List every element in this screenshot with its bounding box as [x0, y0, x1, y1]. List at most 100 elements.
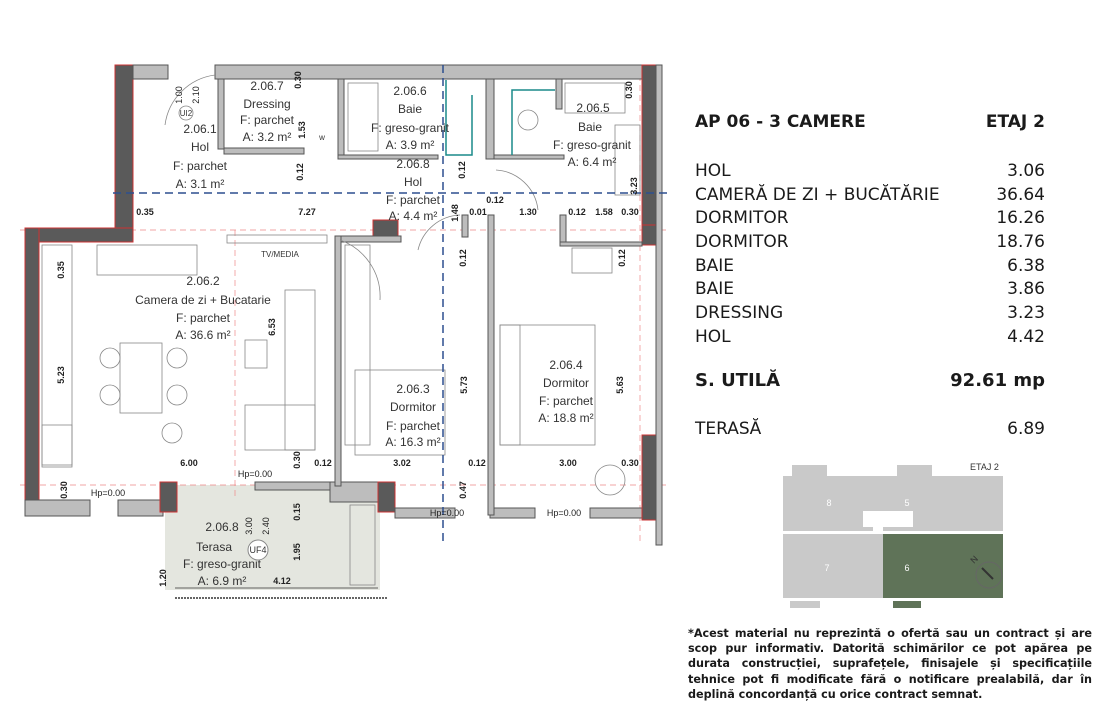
svg-text:2.06.2: 2.06.2: [186, 274, 220, 288]
room-label-living: 2.06.2 Camera de zi + Bucatarie F: parch…: [135, 274, 271, 342]
unit-tag-circle: [178, 105, 194, 121]
svg-text:0.47: 0.47: [458, 481, 468, 499]
wardrobe-mark: w: [318, 133, 325, 142]
svg-text:Baie: Baie: [578, 120, 602, 134]
svg-text:0.30: 0.30: [292, 451, 302, 469]
unit-number: 7: [824, 563, 829, 573]
svg-text:7.27: 7.27: [298, 207, 316, 217]
compass: [975, 561, 1003, 589]
unit-number: 6: [904, 563, 909, 573]
svg-text:Dormitor: Dormitor: [543, 376, 589, 390]
svg-text:2.06.6: 2.06.6: [393, 84, 427, 98]
door-height: 2.10: [191, 86, 201, 104]
keyplan-floor: ETAJ 2: [970, 462, 999, 472]
svg-text:F: greso-granit: F: greso-granit: [553, 138, 632, 152]
svg-text:1.58: 1.58: [595, 207, 613, 217]
room-label-terasa: 2.06.8 Terasa F: greso-granit A: 6.9 m²: [183, 520, 262, 588]
svg-text:0.35: 0.35: [136, 207, 154, 217]
svg-text:Dormitor: Dormitor: [390, 400, 436, 414]
svg-text:6.00: 6.00: [180, 458, 198, 468]
door-height: 2.40: [261, 517, 271, 535]
svg-text:0.30: 0.30: [59, 481, 69, 499]
bathroom-fixture-line: [511, 89, 555, 155]
svg-text:0.30: 0.30: [621, 207, 639, 217]
svg-text:Dressing: Dressing: [243, 97, 290, 111]
svg-text:A: 18.8 m²: A: 18.8 m²: [538, 411, 593, 425]
threshold-height: Hp=0.00: [91, 488, 125, 498]
north-arrow-icon: [981, 567, 994, 580]
threshold-height: Hp=0.00: [238, 469, 272, 479]
svg-text:A: 16.3 m²: A: 16.3 m²: [385, 435, 440, 449]
unit-number: 5: [904, 498, 909, 508]
svg-text:6.53: 6.53: [267, 318, 277, 336]
door-width: 3.00: [244, 517, 254, 535]
svg-text:Camera de zi + Bucatarie: Camera de zi + Bucatarie: [135, 293, 271, 307]
svg-text:0.01: 0.01: [469, 207, 487, 217]
north-label: N: [968, 554, 980, 566]
svg-text:1.48: 1.48: [450, 204, 460, 222]
svg-text:5.63: 5.63: [615, 376, 625, 394]
svg-text:1.53: 1.53: [297, 121, 307, 139]
svg-text:0.12: 0.12: [486, 195, 504, 205]
svg-text:Hol: Hol: [404, 175, 422, 189]
unit-tag-circle: [247, 539, 269, 561]
door-swing: [339, 239, 381, 301]
furniture: [41, 82, 641, 586]
svg-text:F: parchet: F: parchet: [539, 394, 594, 408]
svg-text:0.12: 0.12: [458, 249, 468, 267]
svg-text:0.12: 0.12: [468, 458, 486, 468]
svg-text:1.20: 1.20: [158, 569, 168, 587]
svg-text:0.12: 0.12: [457, 161, 467, 179]
svg-text:F: parchet: F: parchet: [386, 193, 441, 207]
key-plan: 8 5 7 6 ETAJ 2 N: [783, 462, 1003, 608]
floor-plan: 2.06.1 Hol F: parchet A: 3.1 m² 2.06.7 D…: [20, 64, 670, 599]
svg-text:5.73: 5.73: [459, 376, 469, 394]
svg-text:0.30: 0.30: [293, 71, 303, 89]
svg-text:F: parchet: F: parchet: [176, 311, 231, 325]
svg-text:2.06.4: 2.06.4: [549, 358, 583, 372]
door-swing: [495, 169, 539, 211]
svg-text:0.30: 0.30: [621, 458, 639, 468]
room-label-dressing: 2.06.7 Dressing F: parchet A: 3.2 m²: [240, 79, 295, 144]
svg-text:0.15: 0.15: [292, 503, 302, 521]
svg-text:F: greso-granit: F: greso-granit: [371, 121, 450, 135]
room-label-baie-2: 2.06.5 Baie F: greso-granit A: 6.4 m²: [553, 101, 632, 169]
svg-text:3.02: 3.02: [393, 458, 411, 468]
door-width: 1.00: [174, 86, 184, 104]
svg-text:Hol: Hol: [191, 140, 209, 154]
svg-text:5.23: 5.23: [56, 366, 66, 384]
disclaimer: *Acest material nu reprezintă o ofertă s…: [688, 627, 1092, 701]
entry-tag: UI2: [180, 109, 193, 118]
room-label-hol-2: 2.06.8 Hol F: parchet A: 4.4 m²: [386, 157, 441, 223]
svg-text:A: 36.6 m²: A: 36.6 m²: [175, 328, 230, 342]
svg-text:A: 6.4 m²: A: 6.4 m²: [568, 155, 617, 169]
svg-text:2.06.1: 2.06.1: [183, 122, 217, 136]
svg-text:0.12: 0.12: [617, 249, 627, 267]
apartment-title: AP 06 - 3 CAMERE: [695, 112, 866, 132]
svg-text:0.35: 0.35: [56, 261, 66, 279]
svg-text:F: greso-granit: F: greso-granit: [183, 557, 262, 571]
svg-text:1.30: 1.30: [519, 207, 537, 217]
unit-number: 8: [826, 498, 831, 508]
svg-text:F: parchet: F: parchet: [240, 113, 295, 127]
svg-text:0.30: 0.30: [624, 81, 634, 99]
tv-media-label: TV/MEDIA: [261, 250, 299, 259]
dimensions: 0.30 1.53 0.12 0.35 7.27 1.48 0.01 0.12 …: [56, 71, 639, 587]
door-swing: [164, 74, 216, 126]
walls: [24, 64, 663, 546]
svg-text:3.23: 3.23: [629, 177, 639, 195]
summary-header: AP 06 - 3 CAMERE ETAJ 2: [695, 112, 1045, 140]
threshold-height: Hp=0.00: [547, 508, 581, 518]
room-label-baie-1: 2.06.6 Baie F: greso-granit A: 3.9 m²: [371, 84, 450, 152]
svg-text:F: parchet: F: parchet: [173, 159, 228, 173]
svg-text:0.12: 0.12: [295, 163, 305, 181]
